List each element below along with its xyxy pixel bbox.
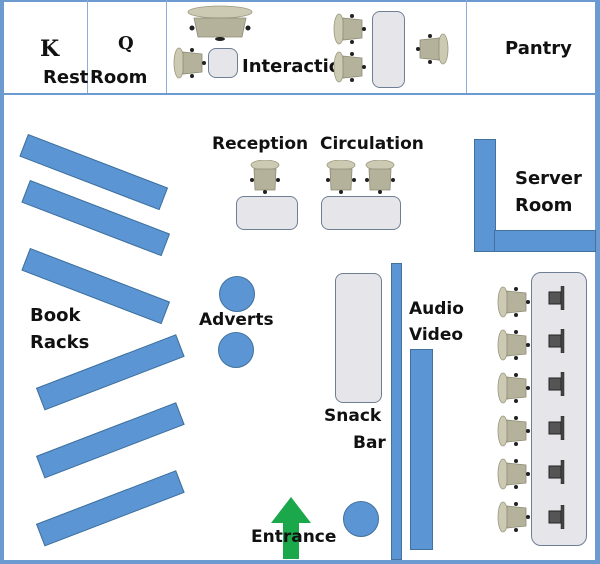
- audio-video-label-line1: Audio: [409, 299, 464, 319]
- interaction-table-small: [208, 48, 238, 78]
- monitor-icon: [548, 416, 565, 440]
- book-racks-label-line1: Book: [30, 305, 81, 326]
- advert-stand: [219, 276, 255, 312]
- reception-label: Reception: [212, 134, 309, 154]
- rest-room-label-rest: Rest: [43, 67, 89, 88]
- chair-icon: [497, 501, 530, 533]
- divider-interaction-left: [166, 0, 167, 93]
- chair-icon: [333, 13, 366, 45]
- chair-icon: [497, 372, 530, 404]
- entrance-arrow-icon: [271, 497, 311, 559]
- interaction-label: Interaction: [242, 56, 354, 77]
- entrance-label: Entrance: [251, 527, 337, 547]
- divider-rest-room: [87, 0, 88, 93]
- chair-icon: [187, 5, 253, 41]
- chair-icon: [497, 458, 530, 490]
- chair-icon: [416, 33, 449, 65]
- audio-video-partition: [391, 263, 402, 560]
- server-room-label-line1: Server: [515, 168, 582, 189]
- book-racks-label-line2: Racks: [30, 332, 90, 353]
- snack-bar-label-line2: Bar: [353, 433, 386, 453]
- advert-stand: [218, 332, 254, 368]
- monitor-icon: [548, 505, 565, 529]
- monitor-icon: [548, 372, 565, 396]
- audio-video-shelf: [410, 349, 433, 550]
- chair-icon: [497, 329, 530, 361]
- left-wall: [0, 0, 4, 564]
- chair-icon: [250, 160, 280, 194]
- audio-video-label-line2: Video: [409, 325, 464, 345]
- server-room-wall-vertical: [474, 139, 496, 252]
- chair-icon: [173, 47, 206, 79]
- interaction-table-long: [372, 11, 405, 88]
- monitor-icon: [548, 286, 565, 310]
- chair-icon: [326, 160, 356, 194]
- server-room-wall-horizontal: [494, 230, 596, 252]
- monitor-icon: [548, 329, 565, 353]
- snack-bar-counter: [335, 273, 382, 403]
- server-room-label-line2: Room: [515, 195, 573, 216]
- chair-icon: [333, 51, 366, 83]
- monitor-icon: [548, 460, 565, 484]
- entrance-post: [343, 501, 379, 537]
- pantry-label: Pantry: [505, 38, 572, 59]
- divider-pantry: [466, 0, 467, 93]
- rest-room-symbol-k: K: [40, 36, 60, 62]
- bottom-wall: [0, 560, 600, 564]
- rest-room-symbol-q: Q: [118, 33, 134, 54]
- circulation-desk: [321, 196, 401, 230]
- chair-icon: [497, 286, 530, 318]
- right-wall: [595, 0, 600, 564]
- adverts-label: Adverts: [199, 310, 274, 330]
- reception-desk: [236, 196, 298, 230]
- rest-room-label-room: Room: [90, 67, 148, 88]
- circulation-label: Circulation: [320, 134, 424, 154]
- av-station-desk: [531, 272, 587, 546]
- snack-bar-label-line1: Snack: [324, 406, 382, 426]
- top-row-divider: [0, 93, 600, 95]
- chair-icon: [497, 415, 530, 447]
- chair-icon: [365, 160, 395, 194]
